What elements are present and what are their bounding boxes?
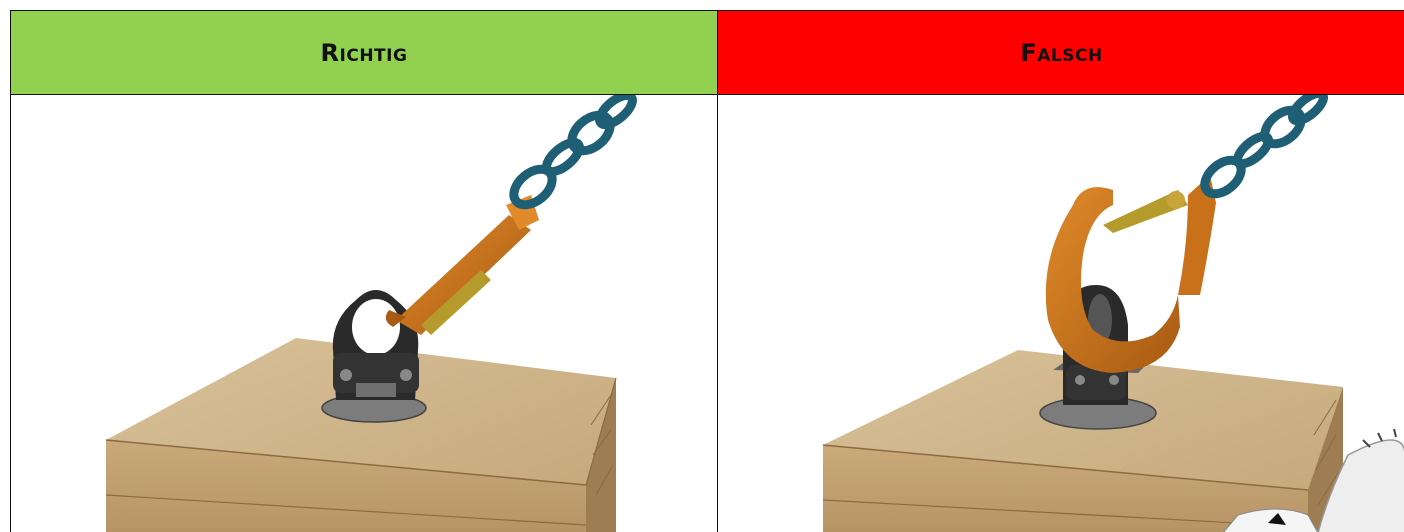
wrong-attachment-illustration [822, 95, 1404, 532]
cell-correct [11, 95, 718, 532]
comparison-table: Richtig Falsch [10, 10, 1404, 532]
cell-wrong [718, 95, 1404, 532]
lifting-point [332, 290, 419, 400]
chain [509, 95, 637, 210]
chain [1200, 95, 1328, 199]
header-correct-label: Richtig [320, 38, 408, 67]
header-wrong: Falsch [718, 11, 1404, 95]
hook-wrong [1045, 175, 1216, 373]
round-disc [1223, 428, 1404, 532]
hook-correct [385, 195, 539, 335]
header-correct: Richtig [11, 11, 718, 95]
wooden-block [822, 350, 1343, 532]
correct-attachment-illustration [105, 95, 637, 532]
wooden-block [105, 338, 617, 532]
header-wrong-label: Falsch [1020, 38, 1103, 67]
